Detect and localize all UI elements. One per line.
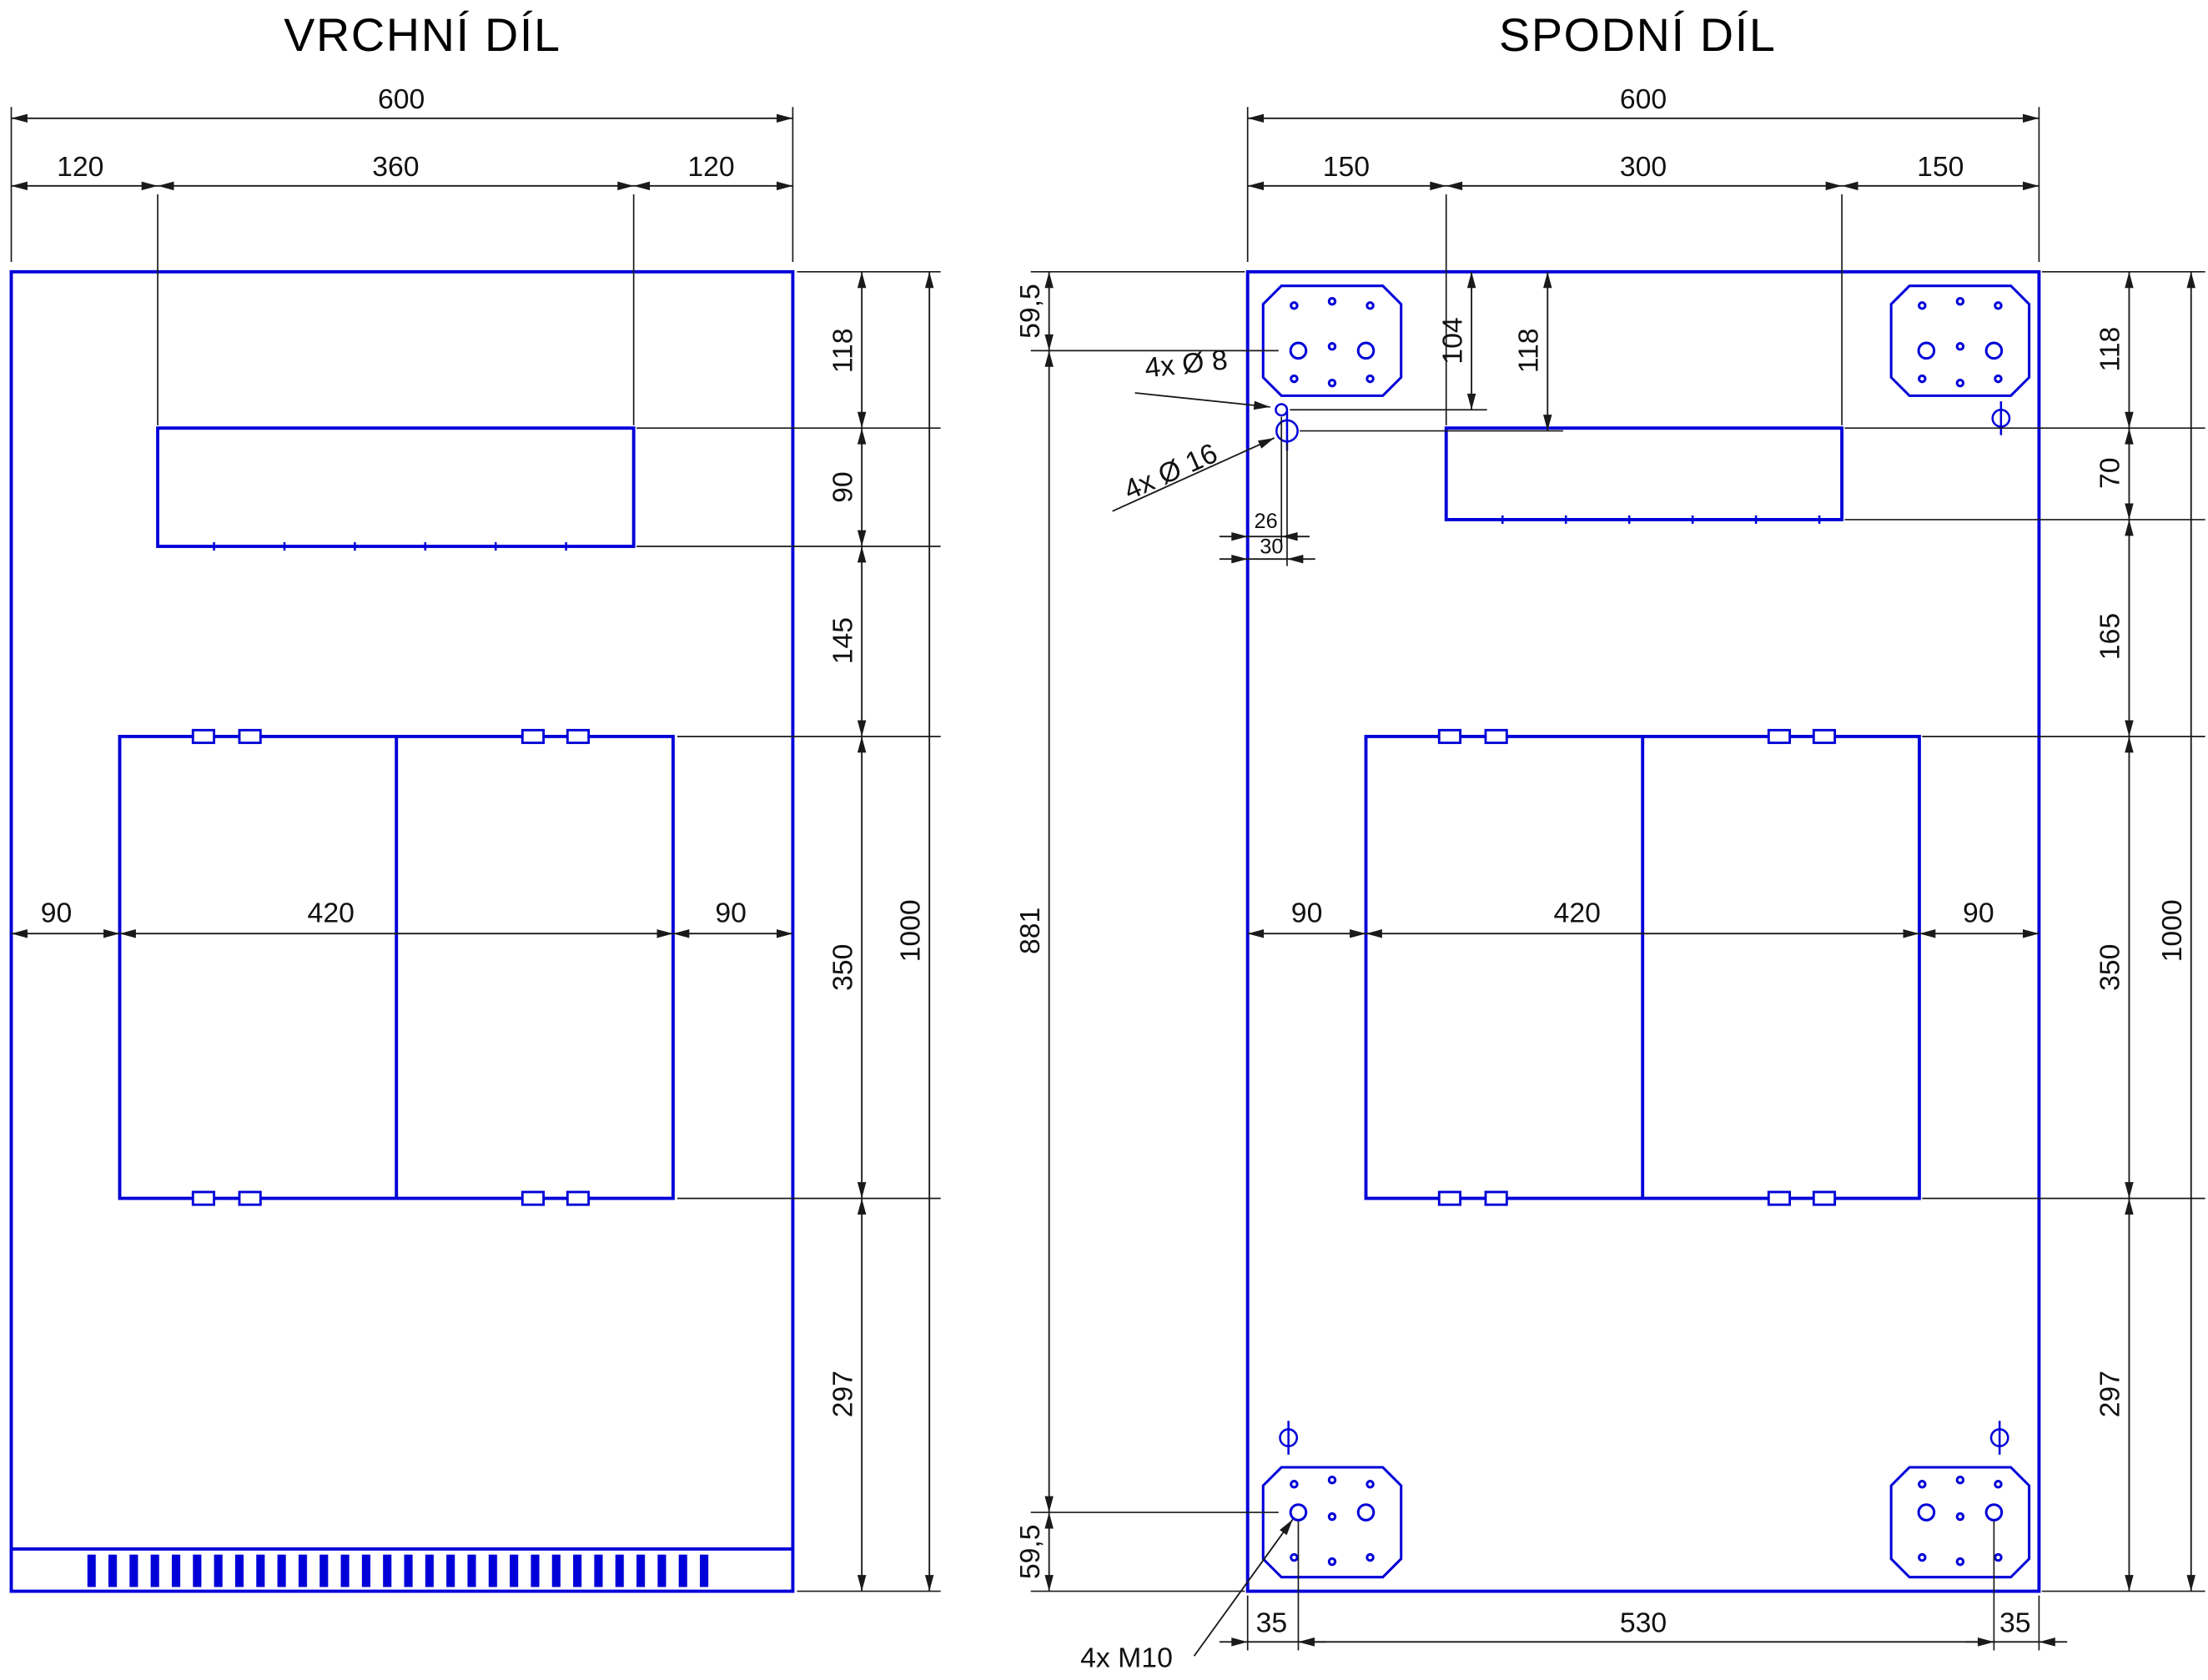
dim-label: 165 xyxy=(2095,613,2126,660)
dim-label: 59,5 xyxy=(1014,1524,1046,1579)
dim-label: 90 xyxy=(715,898,747,929)
plate-top-right xyxy=(1889,284,2031,397)
dim-label: 35 xyxy=(1256,1607,1288,1639)
left-panel-outline xyxy=(9,269,795,1593)
dim-label: 150 xyxy=(1323,151,1370,183)
dim-label: 26 xyxy=(1255,510,1278,533)
dim-label: 300 xyxy=(1620,151,1667,183)
dim-label: 600 xyxy=(378,83,425,115)
dim-label: 360 xyxy=(372,151,419,183)
left-top-slot xyxy=(156,426,636,548)
right-drawing-title: SPODNÍ DÍL xyxy=(1499,9,1777,61)
dim-label: 70 xyxy=(2095,457,2126,489)
dim-label: 118 xyxy=(2095,327,2126,372)
left-drawing: 600 120 360 120 118 90 145 350 297 1000 xyxy=(9,83,941,1593)
dim-label: 90 xyxy=(1291,898,1323,929)
hole-8-mark xyxy=(1275,403,1289,417)
right-dimensions: 600 150 300 150 104 118 59,5 881 59,5 4x… xyxy=(1014,83,2205,1674)
dim-label: 30 xyxy=(1260,535,1283,558)
left-drawing-title: VRCHNÍ DÍL xyxy=(284,9,561,61)
dim-label: 120 xyxy=(57,151,103,183)
dim-label: 297 xyxy=(827,1371,858,1417)
dim-label: 35 xyxy=(1999,1607,2031,1639)
hole-16-label: 4x Ø 16 xyxy=(1119,437,1222,506)
right-drawing: 600 150 300 150 104 118 59,5 881 59,5 4x… xyxy=(1014,83,2205,1674)
m10-label: 4x M10 xyxy=(1080,1642,1173,1674)
dim-label: 1000 xyxy=(2156,899,2188,962)
dim-label: 350 xyxy=(827,944,858,991)
dim-label: 350 xyxy=(2095,944,2126,991)
dim-label: 145 xyxy=(827,617,858,664)
dim-label: 59,5 xyxy=(1014,284,1046,339)
dim-label: 420 xyxy=(308,898,355,929)
dim-label: 90 xyxy=(41,898,73,929)
dim-label: 1000 xyxy=(894,899,926,962)
plate-bottom-right xyxy=(1889,1466,2031,1579)
left-dimensions: 600 120 360 120 118 90 145 350 297 1000 xyxy=(10,83,941,1592)
plate-bottom-left xyxy=(1261,1466,1403,1579)
dim-label: 120 xyxy=(687,151,734,183)
dim-label: 118 xyxy=(827,328,858,373)
dim-label: 90 xyxy=(1963,898,1994,929)
plate-top-left xyxy=(1261,284,1403,397)
dim-label: 881 xyxy=(1014,908,1046,954)
dim-label: 600 xyxy=(1620,83,1667,115)
right-top-slot xyxy=(1444,426,1844,521)
vent-slots xyxy=(87,1554,713,1587)
dim-label: 420 xyxy=(1554,898,1601,929)
dim-label: 118 xyxy=(1512,328,1544,373)
dim-label: 297 xyxy=(2095,1371,2126,1417)
right-part-geometry xyxy=(1245,269,2041,1593)
dim-label: 104 xyxy=(1436,317,1468,364)
left-part-geometry xyxy=(9,269,795,1593)
dim-label: 90 xyxy=(827,471,858,503)
dim-label: 150 xyxy=(1917,151,1964,183)
dim-label: 530 xyxy=(1620,1607,1667,1639)
